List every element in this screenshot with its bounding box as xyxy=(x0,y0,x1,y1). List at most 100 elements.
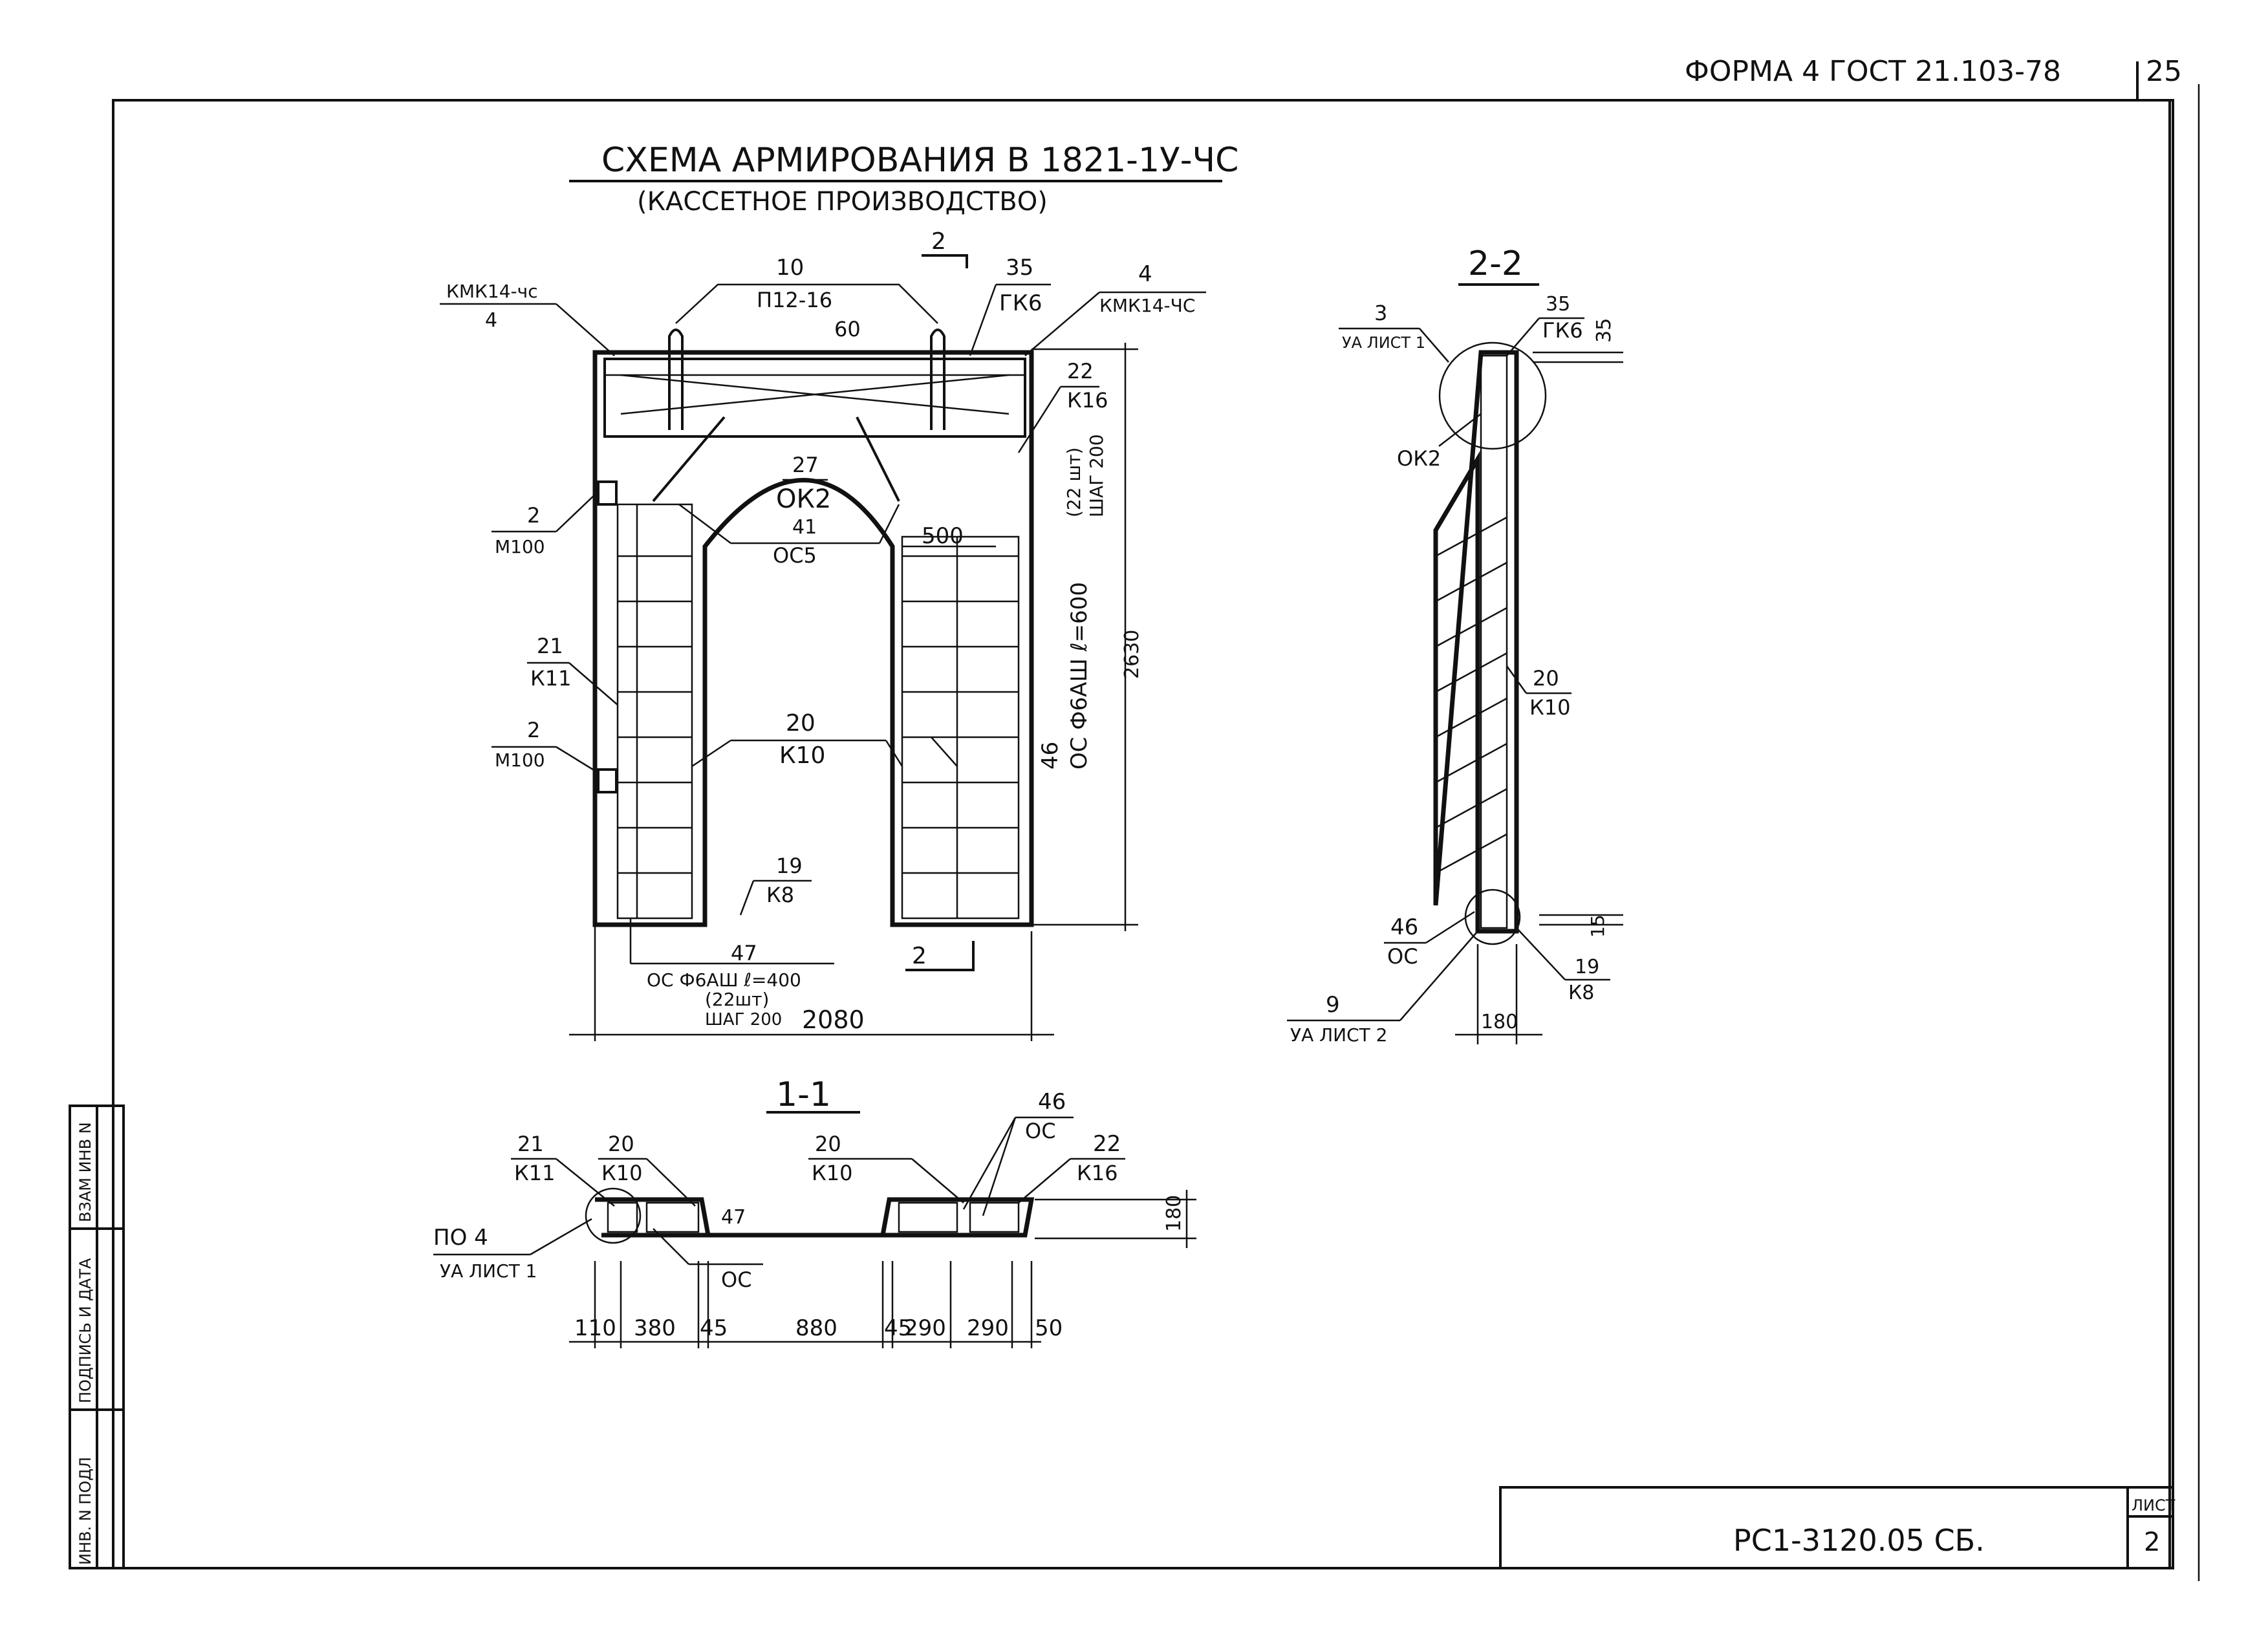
label-2a-mark: М100 xyxy=(495,536,545,557)
stamp-vzam-inv: ВЗАМ ИНВ N xyxy=(76,1122,94,1222)
title-block: РС1-3120.05 СБ. ЛИСТ 2 xyxy=(1499,1486,2176,1569)
rebar-46-count: (22 шт) xyxy=(1063,447,1085,517)
s22-label-ok2: ОК2 xyxy=(1397,446,1441,471)
rebar-46-num: 46 xyxy=(1037,742,1063,770)
label-35-mark: ГК6 xyxy=(999,290,1042,316)
label-4-mark: КМК14-ЧС xyxy=(1099,295,1195,316)
rebar-47-spec: ОС Ф6АШ ℓ=400 xyxy=(647,969,801,991)
panel-outline xyxy=(592,350,1034,927)
left-cage xyxy=(616,503,693,920)
label-41-mark: ОС5 xyxy=(773,543,817,568)
label-2b-mark: М100 xyxy=(495,749,545,771)
drawing-title: СХЕМА АРМИРОВАНИЯ В 1821-1У-ЧС xyxy=(601,141,1238,180)
main-view: 10 П12-16 60 35 ГК6 4 КМК14-ЧС КМК14-чс … xyxy=(440,228,1206,1041)
side-stamp: ИНВ. N ПОДЛ ПОДПИСЬ И ДАТА ВЗАМ ИНВ N xyxy=(69,1104,125,1569)
drawing-code: РС1-3120.05 СБ. xyxy=(1733,1523,1985,1558)
section-2-2-outline xyxy=(1433,350,1519,934)
s22-label-46-mark: ОС xyxy=(1387,944,1418,969)
rebar-47-count: (22шт) xyxy=(705,989,769,1010)
s22-label-46-num: 46 xyxy=(1390,914,1418,940)
section-1-1: 1-1 21 К11 20 К10 20 К10 46 ОС 22 К16 47… xyxy=(433,1075,1196,1348)
embedded-plate-top xyxy=(597,480,618,506)
s11-dim-45a: 45 xyxy=(700,1315,728,1341)
label-19-num: 19 xyxy=(776,854,803,878)
section-mark-top: 2 xyxy=(931,228,946,255)
s11-label-46-num: 46 xyxy=(1038,1089,1066,1115)
label-20-num: 20 xyxy=(786,710,815,737)
section-2-2-bars xyxy=(1435,516,1507,874)
label-20-mark: К10 xyxy=(779,742,825,769)
right-cage-bars xyxy=(902,555,1019,874)
s11-label-22-num: 22 xyxy=(1093,1131,1121,1157)
lintel-cage xyxy=(603,358,1026,438)
section-1-1-outline xyxy=(595,1197,1035,1238)
s22-label-19-mark: К8 xyxy=(1568,982,1594,1004)
s22-dim-15: 15 xyxy=(1587,914,1608,938)
s22-label-9-mark: УА ЛИСТ 2 xyxy=(1290,1024,1388,1046)
dim-2630: 2630 xyxy=(1121,630,1143,679)
s11-label-47-mark: ОС xyxy=(721,1267,752,1292)
section-2-2: 2-2 3 УА ЛИСТ 1 35 ГК6 35 ОК2 20 К10 46 … xyxy=(1287,244,1623,1046)
s11-label-20a-mark: К10 xyxy=(601,1161,642,1185)
s11-dim-180: 180 xyxy=(1163,1195,1185,1232)
s11-label-46-mark: ОС xyxy=(1025,1119,1056,1143)
label-4-num: 4 xyxy=(1138,261,1152,287)
label-21-mark: К11 xyxy=(530,666,571,691)
label-10-mark: П12-16 xyxy=(757,288,832,312)
rebar-47-num: 47 xyxy=(731,941,757,965)
s22-dim-180: 180 xyxy=(1481,1011,1518,1033)
s22-label-20-mark: К10 xyxy=(1529,695,1570,720)
dim-500: 500 xyxy=(922,523,964,549)
diagonal-bar-left xyxy=(652,416,726,502)
label-27-num: 27 xyxy=(792,453,819,477)
label-2b-num: 2 xyxy=(527,718,540,742)
s22-label-35-num: 35 xyxy=(1546,293,1570,316)
s11-dim-45b: 45 xyxy=(884,1315,912,1341)
label-10-num: 10 xyxy=(776,255,804,281)
lifting-loop-left xyxy=(668,329,684,430)
s11-label-22-mark: К16 xyxy=(1077,1161,1118,1185)
section-1-1-title: 1-1 xyxy=(776,1075,831,1114)
section-mark-bottom: 2 xyxy=(912,943,927,969)
stamp-signature-date: ПОДПИСЬ И ДАТА xyxy=(76,1258,94,1403)
label-19-mark: К8 xyxy=(766,883,794,907)
s11-dim-380: 380 xyxy=(634,1315,676,1341)
page-number: 25 xyxy=(2146,55,2182,88)
label-2a-num: 2 xyxy=(527,503,540,528)
lifting-loop-right xyxy=(930,329,945,430)
label-41-num: 41 xyxy=(792,516,817,539)
diagonal-bar-right xyxy=(856,416,900,502)
sheet-frame xyxy=(112,99,2174,1569)
s11-label-20a-num: 20 xyxy=(608,1132,634,1156)
rebar-46-step: ШАГ 200 xyxy=(1086,434,1107,517)
s11-dim-290a: 290 xyxy=(904,1315,946,1341)
section-2-2-title: 2-2 xyxy=(1468,244,1523,283)
s22-dim-35: 35 xyxy=(1593,318,1615,343)
sheet-label: ЛИСТ xyxy=(2132,1496,2176,1514)
form-header: ФОРМА 4 ГОСТ 21.103-78 xyxy=(1685,55,2061,88)
s22-label-3-mark: УА ЛИСТ 1 xyxy=(1342,334,1425,352)
sheet-number: 2 xyxy=(2144,1527,2160,1557)
s11-label-20b-num: 20 xyxy=(815,1132,841,1156)
label-27-mark: ОК2 xyxy=(776,484,831,514)
s22-label-20-num: 20 xyxy=(1533,666,1559,691)
label-22-num: 22 xyxy=(1067,359,1094,383)
left-cage-bars xyxy=(618,555,692,874)
s22-label-35-mark: ГК6 xyxy=(1542,318,1583,343)
s11-label-47-num: 47 xyxy=(721,1206,746,1229)
dim-60: 60 xyxy=(834,317,861,341)
drawing-subtitle: (КАССЕТНОЕ ПРОИЗВОДСТВО) xyxy=(637,187,1048,217)
s22-label-19-num: 19 xyxy=(1575,956,1599,978)
label-35-num: 35 xyxy=(1006,255,1033,281)
s11-label-po4-mark: УА ЛИСТ 1 xyxy=(440,1260,537,1282)
label-21-num: 21 xyxy=(537,634,563,658)
stamp-inv-podl: ИНВ. N ПОДЛ xyxy=(76,1457,94,1565)
label-22-mark: К16 xyxy=(1067,388,1108,413)
s22-label-9-num: 9 xyxy=(1326,992,1340,1018)
s11-dim-50: 50 xyxy=(1035,1315,1063,1341)
s22-label-3-num: 3 xyxy=(1374,301,1387,325)
rebar-47-step: ШАГ 200 xyxy=(705,1010,782,1029)
s11-label-po4-num: ПО 4 xyxy=(433,1225,488,1251)
s11-dim-880: 880 xyxy=(795,1315,837,1341)
